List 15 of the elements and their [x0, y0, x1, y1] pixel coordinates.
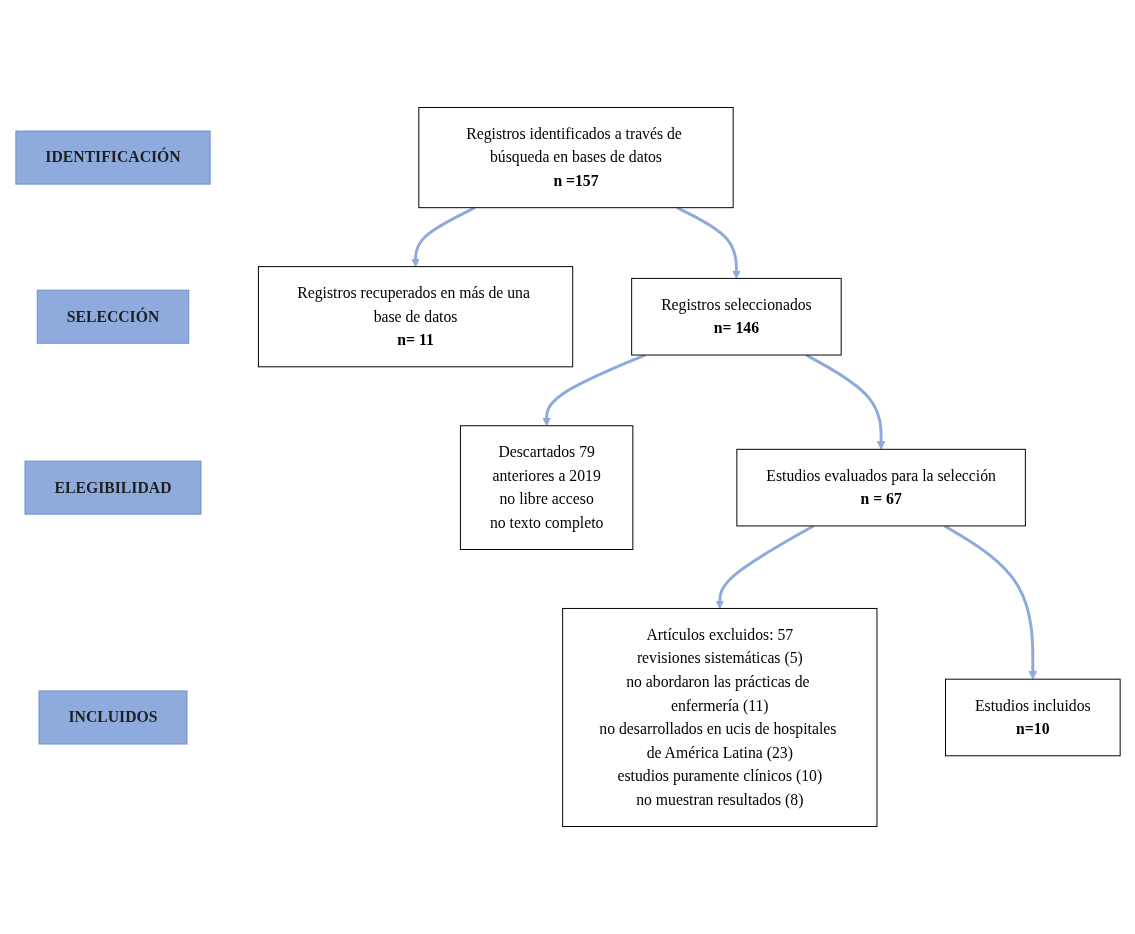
node-box: Registros recuperados en más de una base de datos n= 11 [257, 266, 573, 368]
node-box: Artículos excluidos: 57 revisiones sistemáticas (5) no abordaron las prácticas de enfermería (11) no desarrollados en ucis de hospitales de América Latina (23) estudios puramente clínicos (10) no muestran resultados (8) [561, 607, 877, 827]
node-box: SELECCIÓN [36, 289, 189, 344]
arrow [410, 206, 476, 267]
arrow [675, 206, 741, 279]
node-box: Registros seleccionados n= 146 [630, 277, 842, 356]
node-box: Registros identificados a través de búsqueda en bases de datos n =157 [417, 107, 734, 209]
arrow [943, 524, 1037, 680]
node-box: ELEGIBILIDAD [24, 460, 201, 515]
node-box: IDENTIFICACIÓN [14, 130, 211, 185]
node-box: Estudios incluidos n=10 [944, 678, 1121, 757]
node-box: Descartados 79 anteriores a 2019 no libre acceso no texto completo [459, 425, 633, 550]
node-box: Estudios evaluados para la selección n = 67 [735, 448, 1026, 527]
node-box: INCLUIDOS [38, 690, 187, 745]
arrow [715, 524, 814, 609]
